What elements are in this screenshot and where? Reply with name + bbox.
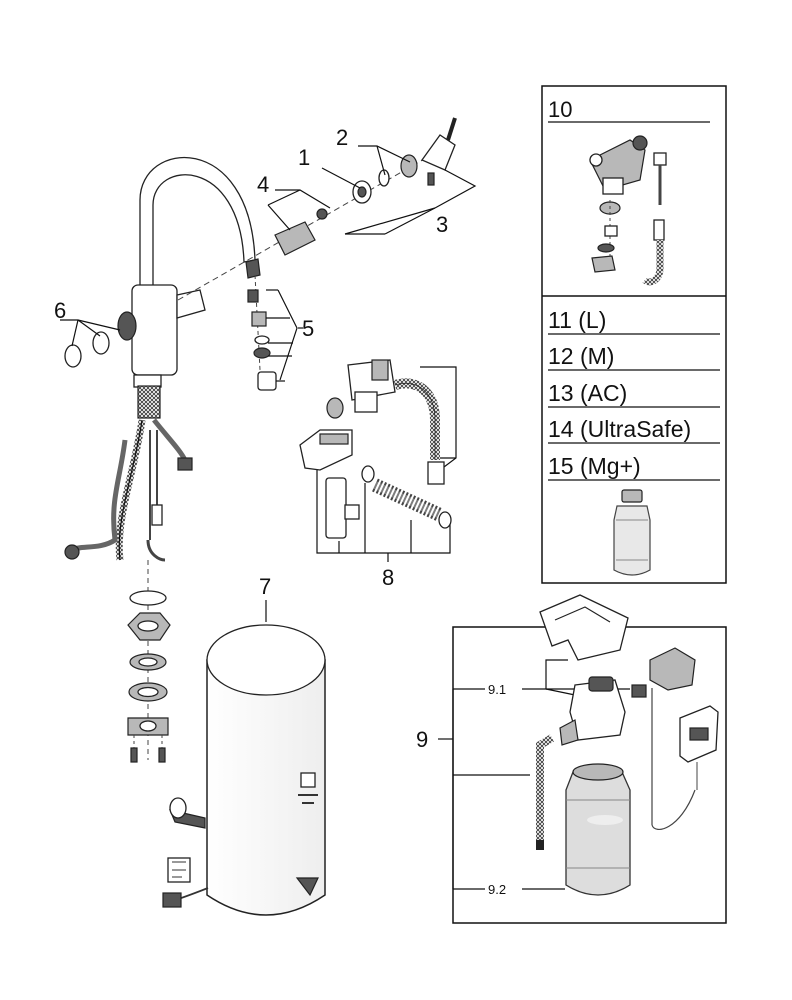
option-12: 12 (M)	[548, 343, 614, 369]
solenoid-valve	[649, 647, 696, 691]
tee-fitting	[427, 461, 445, 485]
seal-washer	[361, 465, 375, 483]
options-frame	[541, 85, 727, 584]
callout-4: 4	[257, 172, 269, 197]
callout-2: 2	[336, 125, 348, 150]
faucet-body	[131, 284, 178, 376]
filter-bracket	[539, 594, 629, 661]
aerator-end	[117, 311, 137, 341]
spout-nozzle	[245, 258, 261, 279]
tank-body	[206, 659, 326, 916]
nut	[400, 154, 418, 178]
options-panel	[541, 85, 727, 584]
o-ring	[129, 590, 167, 606]
callout-7: 7	[259, 574, 271, 599]
cartridge	[274, 221, 316, 256]
filter-head	[569, 679, 626, 741]
callout-9-1: 9.1	[488, 682, 506, 697]
callout-9: 9	[416, 727, 428, 752]
faucet-spout	[139, 156, 256, 301]
callout-5: 5	[302, 316, 314, 341]
lever-handle	[421, 134, 456, 171]
aerator-housing	[257, 371, 277, 391]
replacement-filter	[613, 489, 651, 576]
option-13: 13 (AC)	[548, 380, 627, 406]
connection-kit	[299, 359, 452, 539]
o-ring-set	[64, 331, 110, 368]
callout-labels: 1 2 3 4 5 6 7 8 9 9.1 9.2 10 11 (L) 12 (…	[54, 97, 691, 897]
callout-1: 1	[298, 145, 310, 170]
tank-label	[300, 772, 316, 788]
option-14: 14 (UltraSafe)	[548, 416, 691, 442]
aerator-parts	[247, 274, 277, 391]
callout-lines	[60, 145, 630, 890]
faucet-assembly	[64, 156, 261, 763]
aerator-insert	[251, 311, 267, 327]
filter-head-kit	[589, 135, 667, 286]
callout-3: 3	[436, 212, 448, 237]
water-tank	[162, 624, 326, 916]
callout-9-2: 9.2	[488, 882, 506, 897]
screw-2	[158, 747, 166, 763]
faucet-side-stub	[176, 289, 206, 319]
filter-hose	[536, 734, 555, 840]
tank-top	[206, 624, 326, 696]
filter-cartridge	[565, 765, 631, 896]
hose-right	[152, 418, 188, 462]
callout-6: 6	[54, 298, 66, 323]
t-pipe	[325, 477, 347, 539]
braided-hose	[393, 378, 440, 460]
power-plug	[162, 892, 182, 908]
callout-8: 8	[382, 565, 394, 590]
option-15: 15 (Mg+)	[548, 453, 641, 479]
hose-curve	[70, 439, 128, 553]
filter-kit-panel	[452, 594, 727, 924]
callout-10: 10	[548, 97, 572, 122]
screw-1	[130, 747, 138, 763]
tank-logo	[295, 877, 319, 897]
option-11: 11 (L)	[548, 307, 606, 333]
cartridge-parts	[177, 117, 457, 301]
faucet-shank	[137, 385, 161, 419]
